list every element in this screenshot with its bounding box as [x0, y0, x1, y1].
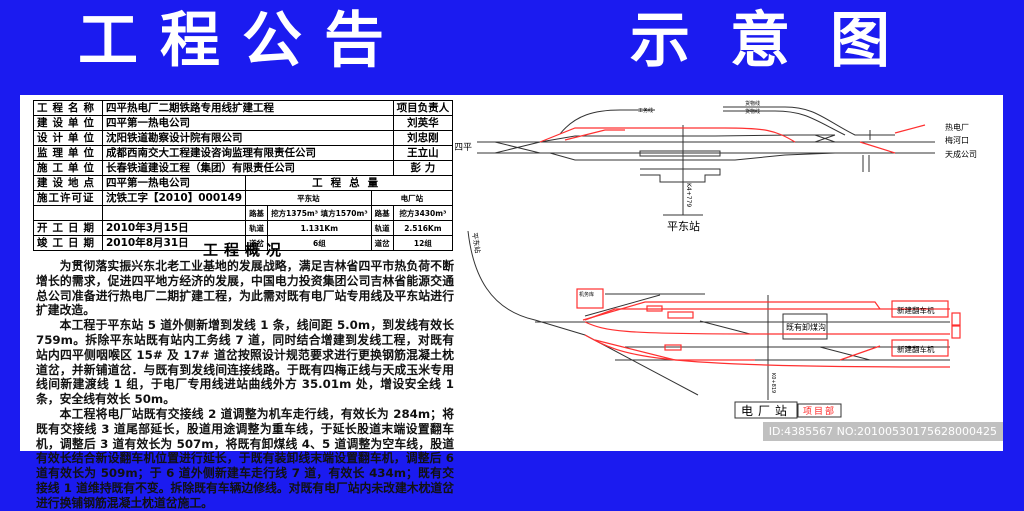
row-label: 设计单位: [33, 130, 103, 146]
qty-item: 路基: [245, 205, 269, 221]
label-depot: 机务库: [579, 291, 594, 298]
qty-b: 2.516Km: [392, 220, 454, 236]
row-value: 四平热电厂二期铁路专用线扩建工程: [102, 100, 394, 116]
row-value: 成都西南交大工程建设咨询监理有限责任公司: [102, 145, 394, 161]
row-value: 四平第一热电公司: [101, 175, 247, 191]
bottom-station-name: 电厂站: [741, 404, 792, 418]
row-right: 刘忠刚: [392, 130, 454, 146]
table-row: 建设地点四平第一热电公司工程总量: [33, 175, 454, 191]
row-label: 工程名称: [33, 100, 103, 116]
qty-item: 道岔: [245, 235, 269, 251]
row-right: 彭 力: [392, 160, 454, 176]
table-row: 施工单位长春铁道建设工程（集团）有限责任公司彭 力: [33, 160, 454, 176]
label-tippler-1: 新建翻车机: [897, 305, 935, 315]
label-siping: 四平: [455, 142, 472, 153]
overview-title: 工程概况: [202, 241, 287, 259]
row-value: 沈阳铁道勘察设计院有限公司: [102, 130, 394, 146]
bottom-station-diagram: [467, 230, 950, 400]
top-mileage: K4+779: [685, 183, 692, 207]
label-coal-pit: 既有卸煤沟: [786, 322, 826, 332]
header-title-left: 工程公告: [78, 6, 406, 76]
row-label: 监理单位: [33, 145, 103, 161]
watermark: ID:4385567 NO:20100530175628000425: [762, 422, 1003, 441]
label-gongwuxian: 工务线: [638, 107, 653, 114]
qty-item: 轨道: [245, 220, 269, 236]
label-tiancheng: 天成公司: [945, 149, 977, 159]
row-label: 施工单位: [33, 160, 103, 176]
project-dept-label: 项目部: [803, 405, 836, 417]
table-row: 建设单位四平第一热电公司刘英华: [33, 115, 454, 131]
table-row: 设计单位沈阳铁道勘察设计院有限公司刘忠刚: [33, 130, 454, 146]
row-label: 建设地点: [33, 175, 103, 191]
row-label: 建设单位: [33, 115, 103, 131]
row-value: 2010年8月31日: [101, 235, 247, 251]
station-a: 平东站: [245, 190, 372, 206]
row-label: 施工许可证: [33, 190, 103, 206]
label-meihekou: 梅河口: [945, 135, 969, 145]
bottom-mileage: K0+819: [770, 373, 776, 393]
row-right: 刘英华: [392, 115, 454, 131]
row-value: 沈铁工字【2010】000149: [101, 190, 247, 206]
station-b: 电厂站: [370, 190, 454, 206]
row-right: 王立山: [392, 145, 454, 161]
qty-item: 轨道: [370, 220, 394, 236]
label-huowuxian: 货物线: [745, 108, 760, 115]
header-title-right: 示意图: [630, 6, 930, 76]
overview-paragraph: 本工程将电厂站既有交接线 2 道调整为机车走行线，有效长为 284m；将既有交接…: [36, 406, 454, 510]
qty-b: 12组: [392, 235, 454, 251]
label-pingdong-incoming: 平东站: [470, 232, 483, 254]
track-diagram: 四平 热电厂 梅河口 天成公司 K4+779 工务线 货物线 货物线 平东站 平…: [455, 100, 977, 419]
qty-item: 路基: [370, 205, 394, 221]
top-station-name: 平东站: [667, 219, 700, 233]
row-value: 2010年3月15日: [101, 220, 247, 236]
qty-a: 挖方1375m³ 填方1570m³: [267, 205, 372, 221]
table-row: 工程名称四平热电厂二期铁路专用线扩建工程项目负责人: [33, 100, 454, 116]
qty-a: 1.131Km: [267, 220, 372, 236]
row-value: 四平第一热电公司: [102, 115, 394, 131]
quantities-title: 工程总量: [245, 175, 454, 191]
row-label: 竣工日期: [33, 235, 103, 251]
label-tippler-2: 新建翻车机: [897, 344, 935, 354]
qty-b: 挖方3430m³: [392, 205, 454, 221]
row-value: 长春铁道建设工程（集团）有限责任公司: [102, 160, 394, 176]
label-rediangchang: 热电厂: [945, 122, 969, 132]
table-row: 监理单位成都西南交大工程建设咨询监理有限责任公司王立山: [33, 145, 454, 161]
overview-paragraph: 为贯彻落实振兴东北老工业基地的发展战略，满足吉林省四平市热负荷不断增长的需求，促…: [36, 259, 454, 318]
info-table: 工程名称四平热电厂二期铁路专用线扩建工程项目负责人建设单位四平第一热电公司刘英华…: [33, 100, 454, 251]
overview-paragraph: 本工程于平东站 5 道外侧新增到发线 1 条，线间距 5.0m，到发线有效长 7…: [36, 318, 454, 407]
top-station-diagram: [477, 106, 935, 216]
row-label: 开工日期: [33, 220, 103, 236]
label-huowuxian: 货物线: [745, 100, 760, 107]
notice-panel: 工程名称四平热电厂二期铁路专用线扩建工程项目负责人建设单位四平第一热电公司刘英华…: [20, 95, 1003, 510]
qty-a: 6组: [267, 235, 372, 251]
row-right: 项目负责人: [392, 100, 454, 116]
qty-item: 道岔: [370, 235, 394, 251]
overview-section: 工程概况 为贯彻落实振兴东北老工业基地的发展战略，满足吉林省四平市热负荷不断增长…: [36, 241, 454, 511]
